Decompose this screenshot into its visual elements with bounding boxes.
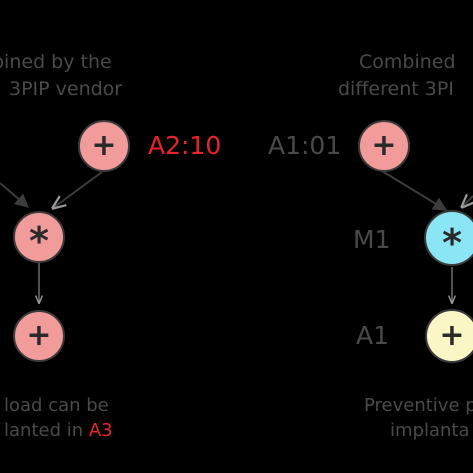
left-note-line2-highlight: A3 <box>89 420 113 441</box>
asterisk-icon: * <box>442 221 462 265</box>
right-add-node: + <box>358 120 410 172</box>
left-mult-node: * <box>13 211 65 263</box>
right-caption-line2: different 3PI <box>338 78 454 100</box>
plus-icon: + <box>26 318 51 353</box>
left-incoming-edge <box>0 182 30 208</box>
left-add-node: + <box>78 120 130 172</box>
asterisk-icon: * <box>29 219 49 263</box>
left-bottom-add-node: + <box>13 310 65 362</box>
right-mult-node: * <box>424 210 473 266</box>
right-mult-node-label: M1 <box>353 225 390 254</box>
right-bottom-add-node: + <box>425 309 473 363</box>
right-incoming-edge <box>462 196 473 207</box>
right-mult-node-circle <box>424 210 473 266</box>
right-bottom-add-node-circle <box>425 309 473 363</box>
right-note-line2: implanta <box>390 420 470 441</box>
left-add-node-label: A2:10 <box>148 131 221 160</box>
plus-icon: + <box>91 128 116 163</box>
right-add-node-circle <box>358 120 410 172</box>
right-add-node-label: A1:01 <box>268 131 341 160</box>
left-note-line2: lanted in A3 <box>4 420 113 441</box>
right-bottom-node-label: A1 <box>356 321 389 350</box>
right-add-to-mult-edge <box>381 170 448 211</box>
left-note-line2-text: lanted in <box>4 420 89 441</box>
right-caption-line1: Combined <box>359 51 456 73</box>
left-note-line1: load can be <box>4 395 109 416</box>
plus-icon: + <box>371 128 396 163</box>
left-caption-line1: bined by the <box>0 51 112 73</box>
left-bottom-add-node-circle <box>13 310 65 362</box>
left-add-node-circle <box>78 120 130 172</box>
left-add-to-mult-edge <box>53 171 103 208</box>
left-caption-line2: 3PIP vendor <box>9 78 122 100</box>
left-mult-node-circle <box>13 211 65 263</box>
right-note-line1: Preventive p <box>364 395 473 416</box>
plus-icon: + <box>439 318 464 353</box>
right-panel: Combined different 3PI A1:01 + M1 * A1 + <box>268 51 473 441</box>
left-panel: bined by the 3PIP vendor + A2:10 * + loa… <box>0 51 221 441</box>
